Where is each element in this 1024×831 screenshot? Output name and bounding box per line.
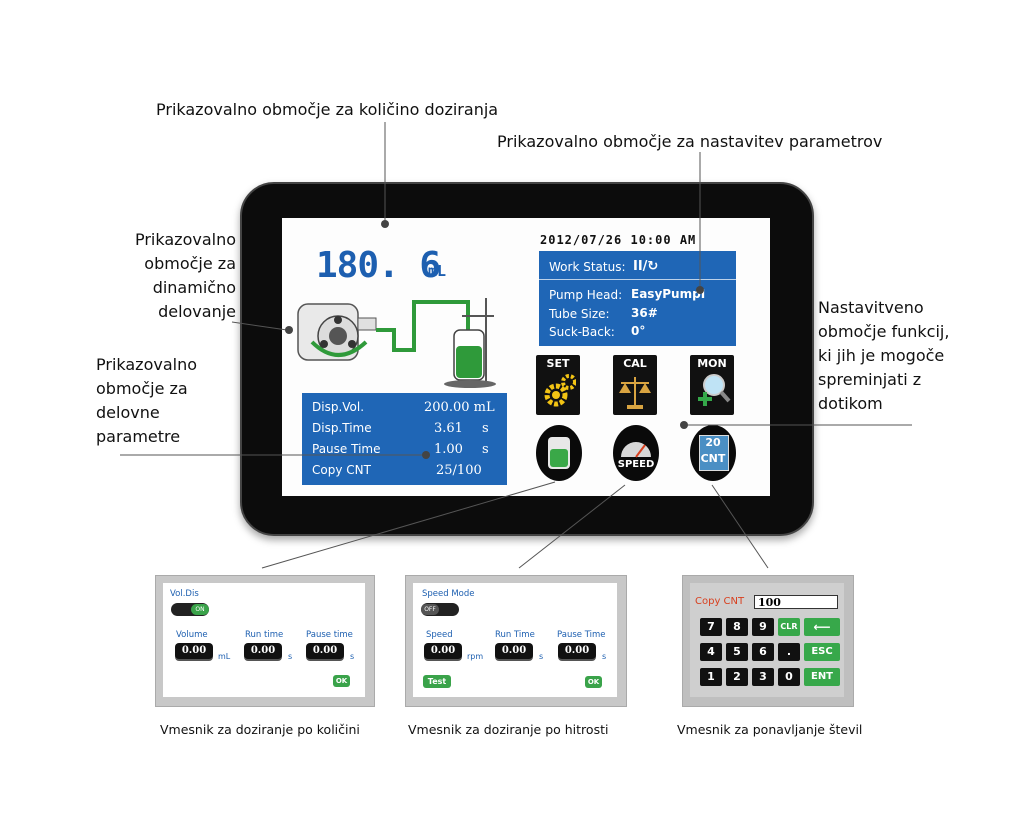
count-panel-caption: Vmesnik za ponavljanje števil <box>677 722 863 737</box>
pump-head-value: EasyPumpI <box>631 287 706 301</box>
datetime: 2012/07/26 10:00 AM <box>540 233 697 247</box>
suck-back-value: 0° <box>631 324 646 338</box>
callout-work-params: Prikazovalno območje za delovne parametr… <box>96 355 198 446</box>
vol-panel-caption: Vmesnik za doziranje po količini <box>160 722 360 737</box>
status-panel: Work Status: II/↻ Pump Head: EasyPumpI T… <box>539 251 736 346</box>
tube-size-value: 36# <box>631 306 658 320</box>
key-1[interactable]: 1 <box>700 668 722 686</box>
volume-readout: 180. 6 <box>316 245 441 286</box>
enter-key[interactable]: ENT <box>804 668 840 686</box>
key-3[interactable]: 3 <box>752 668 774 686</box>
callout-dosing-display: Prikazovalno območje za količino doziran… <box>156 100 499 119</box>
disp-vol-value: 200.00 mL <box>424 400 495 415</box>
key-dot[interactable]: . <box>778 643 800 661</box>
vol-pause-input[interactable]: 0.00 <box>306 643 344 659</box>
pause-time-unit: s <box>482 442 489 457</box>
speed-toggle[interactable]: OFF <box>421 603 459 616</box>
clear-key[interactable]: CLR <box>778 618 800 636</box>
vol-ok-button[interactable]: OK <box>333 675 350 687</box>
key-7[interactable]: 7 <box>700 618 722 636</box>
copy-cnt-value: 25/100 <box>436 463 482 478</box>
volume-mode-button[interactable] <box>536 425 582 481</box>
speed-pause-input[interactable]: 0.00 <box>558 643 596 659</box>
vol-volume-input[interactable]: 0.00 <box>175 643 213 659</box>
speed-ok-button[interactable]: OK <box>585 676 602 688</box>
work-status-value: II/↻ <box>633 259 659 274</box>
pump-head-label: Pump Head: <box>549 288 623 302</box>
vol-panel-title: Vol.Dis <box>170 589 199 599</box>
vol-volume-unit: mL <box>218 652 231 661</box>
count-mode-button[interactable]: 20 CNT <box>690 425 736 481</box>
suck-back-label: Suck-Back: <box>549 325 615 339</box>
pause-time-label: Pause Time <box>312 442 381 456</box>
pump-animation-illustration <box>297 298 496 388</box>
mon-button[interactable]: MON <box>690 355 734 415</box>
key-6[interactable]: 6 <box>752 643 774 661</box>
work-params-panel: Disp.Vol. 200.00 mL Disp.Time 3.61 s Pau… <box>302 393 507 485</box>
key-9[interactable]: 9 <box>752 618 774 636</box>
disp-time-value: 3.61 <box>434 421 463 436</box>
speedometer-icon <box>621 442 651 458</box>
key-2[interactable]: 2 <box>726 668 748 686</box>
callout-dynamic-area: Prikazovalno območje za dinamično delova… <box>134 230 236 321</box>
backspace-key[interactable]: ⟵ <box>804 618 840 636</box>
vol-runtime-input[interactable]: 0.00 <box>244 643 282 659</box>
vol-dosing-screen <box>163 583 365 697</box>
disp-vol-label: Disp.Vol. <box>312 400 365 414</box>
speed-input[interactable]: 0.00 <box>424 643 462 659</box>
speed-runtime-label: Run Time <box>495 630 535 640</box>
gear-icon <box>544 374 576 407</box>
key-5[interactable]: 5 <box>726 643 748 661</box>
count-input[interactable]: 100 <box>754 595 838 609</box>
disp-time-label: Disp.Time <box>312 421 372 435</box>
key-4[interactable]: 4 <box>700 643 722 661</box>
work-status-label: Work Status: <box>549 260 626 274</box>
speed-runtime-input[interactable]: 0.00 <box>495 643 533 659</box>
vol-toggle[interactable]: ON <box>171 603 209 616</box>
speed-panel-title: Speed Mode <box>422 589 475 599</box>
tube-size-label: Tube Size: <box>549 307 610 321</box>
beaker-icon <box>548 437 570 469</box>
vol-pause-unit: s <box>350 652 355 661</box>
copy-cnt-label: Copy CNT <box>312 463 371 477</box>
speed-test-button[interactable]: Test <box>423 675 451 688</box>
speed-label: Speed <box>426 630 453 640</box>
speed-runtime-unit: s <box>539 652 544 661</box>
key-8[interactable]: 8 <box>726 618 748 636</box>
volume-unit: mL <box>428 262 447 280</box>
vol-runtime-label: Run time <box>245 630 284 640</box>
balance-scale-icon <box>619 377 651 409</box>
magnifier-plus-icon <box>698 374 731 406</box>
vol-runtime-unit: s <box>288 652 293 661</box>
speed-panel-caption: Vmesnik za doziranje po hitrosti <box>408 722 609 737</box>
cal-button[interactable]: CAL <box>613 355 657 415</box>
key-0[interactable]: 0 <box>778 668 800 686</box>
pause-time-value: 1.00 <box>434 442 463 457</box>
beaker-stand-icon <box>444 298 496 388</box>
speed-unit: rpm <box>467 652 484 661</box>
peristaltic-pump-icon <box>297 303 377 361</box>
esc-key[interactable]: ESC <box>804 643 840 661</box>
callout-param-display: Prikazovalno območje za nastavitev param… <box>497 132 883 151</box>
callout-function-area: Nastavitveno območje funkcij, ki jih je … <box>818 298 950 413</box>
vol-pause-label: Pause time <box>306 630 353 640</box>
speed-pause-label: Pause Time <box>557 630 606 640</box>
disp-time-unit: s <box>482 421 489 436</box>
speed-mode-button[interactable]: SPEED <box>613 425 659 481</box>
set-button[interactable]: SET <box>536 355 580 415</box>
count-label: Copy CNT <box>695 596 745 607</box>
speed-pause-unit: s <box>602 652 607 661</box>
vol-volume-label: Volume <box>176 630 208 640</box>
